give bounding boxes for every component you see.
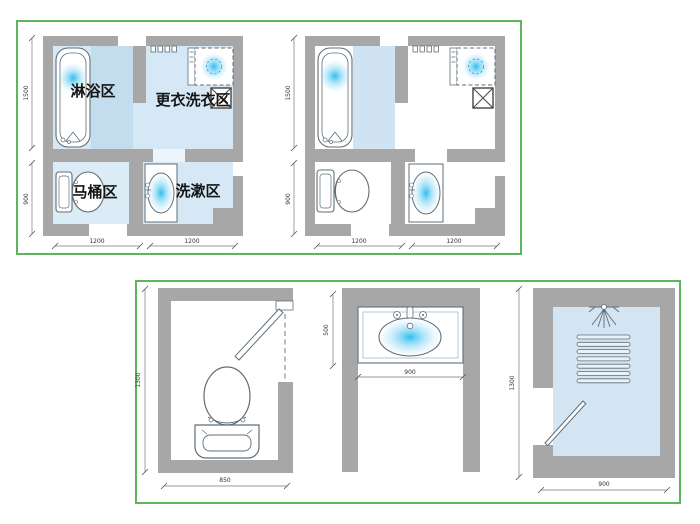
bathtub-icon [317, 47, 353, 148]
floor-plan-d: 500 900 [323, 288, 480, 472]
dim-h-right: 1200 [184, 238, 199, 245]
floor-plan-a: 淋浴区 更衣洗衣区 马桶区 洗漱区 1500 900 1200 1200 [23, 34, 243, 250]
washing-machine-icon [187, 47, 234, 86]
plan-b-dimensions: 1500 900 1200 1200 [285, 34, 501, 250]
dim-v-top: 1500 [23, 85, 30, 100]
floor-plan-b: 1500 900 1200 1200 [285, 34, 505, 250]
plan-a-dimensions: 1500 900 1200 1200 [23, 34, 239, 250]
plan-c-walls [158, 288, 293, 473]
plan-a-floors [53, 46, 233, 224]
bathtub-icon [55, 47, 91, 148]
duct-shaft-icon [472, 87, 494, 109]
wash-basin-icon [408, 163, 444, 223]
dim-h: 850 [219, 477, 231, 484]
wash-basin-icon [357, 306, 464, 364]
plan-a-walls [43, 36, 243, 236]
floor-plan-e: 1300 900 [509, 285, 675, 494]
dim-v-bottom: 900 [285, 193, 292, 205]
duct-shaft-icon [210, 87, 232, 109]
floor-plan-c: 1300 850 [135, 285, 294, 490]
plan-d-dimensions: 500 900 [323, 290, 467, 381]
washing-machine-icon [449, 47, 496, 86]
vent-grille-icon [150, 45, 177, 53]
dim-h: 900 [404, 369, 416, 376]
plan-d-walls [342, 288, 480, 472]
plan-b-floors [353, 46, 395, 149]
plan-a-zone-labels: 淋浴区 更衣洗衣区 马桶区 洗漱区 [70, 82, 230, 201]
laundry-zone-label: 更衣洗衣区 [155, 91, 230, 109]
faucet-icon [393, 306, 427, 330]
wash-zone-label: 洗漱区 [175, 182, 220, 200]
door-swing-icon [234, 300, 294, 380]
dim-v-top: 1500 [285, 85, 292, 100]
wash-basin-icon [144, 163, 178, 223]
vent-grille-icon [412, 45, 439, 53]
dim-h: 900 [598, 481, 610, 488]
shower-head-icon [588, 304, 620, 328]
plan-c-dimensions: 1300 850 [135, 285, 291, 490]
toilet-zone-label: 马桶区 [72, 183, 117, 201]
dim-v: 1300 [135, 372, 142, 387]
floor-drain-icon [576, 334, 631, 384]
plan-e-walls [533, 288, 675, 478]
dim-h-left: 1200 [89, 238, 104, 245]
plan-b-walls [305, 36, 505, 236]
dim-h-right: 1200 [446, 238, 461, 245]
toilet-icon [316, 169, 370, 213]
plan-e-dimensions: 1300 900 [509, 285, 671, 494]
shower-zone-label: 淋浴区 [70, 82, 115, 100]
dim-h-left: 1200 [351, 238, 366, 245]
dim-v: 1300 [509, 375, 516, 390]
door-swing-icon [544, 400, 587, 447]
toilet-icon [194, 366, 260, 459]
dim-v-bottom: 900 [23, 193, 30, 205]
toilet-icon [55, 171, 105, 213]
dim-v: 500 [323, 324, 330, 336]
